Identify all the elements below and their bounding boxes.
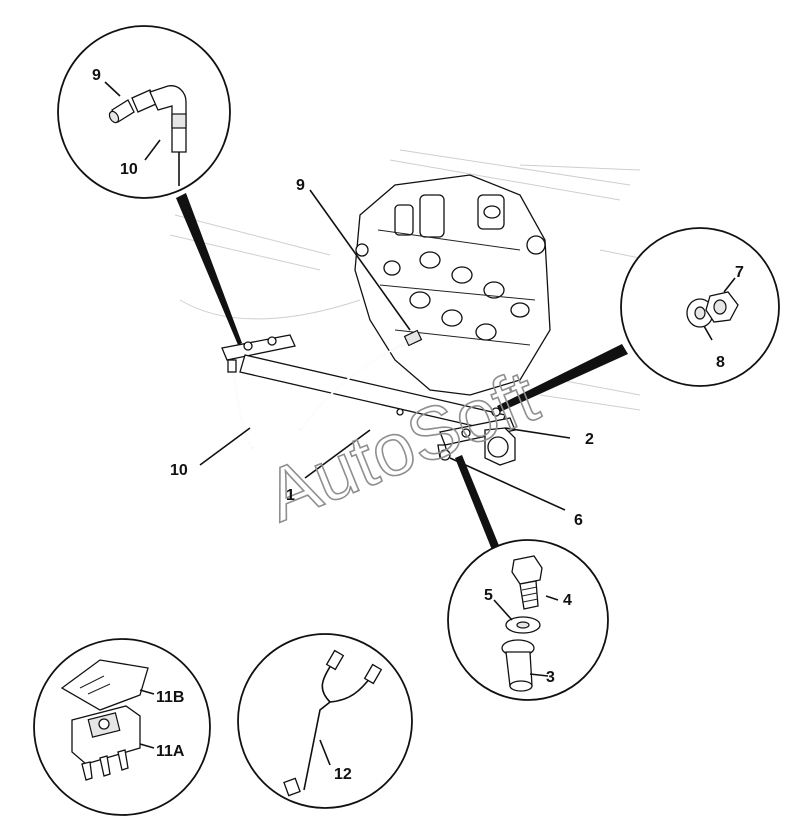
callout-10-detail: 10: [120, 161, 138, 178]
mounting-bracket: [221, 334, 516, 466]
leader-lines: [199, 189, 571, 511]
detail-rocker-switch: [33, 638, 211, 816]
callout-12: 12: [334, 766, 352, 783]
callout-1: 1: [286, 487, 295, 504]
callout-4: 4: [563, 592, 572, 609]
callout-11b: 11B: [156, 689, 184, 706]
callout-labels: 9 10 9 7 8 2 10 1 6 4 5 3 11B 11A 12: [92, 67, 744, 783]
detail-connectors: [176, 193, 628, 550]
detail-wiring-harness: [237, 633, 413, 809]
callout-9-main: 9: [296, 177, 305, 194]
detail-hose-fitting: [57, 25, 231, 199]
callout-9-detail: 9: [92, 67, 101, 84]
callout-3: 3: [546, 669, 555, 686]
hose-assembly: [227, 329, 423, 449]
callout-7: 7: [735, 264, 744, 281]
detail-nut-washer: [620, 227, 780, 387]
callout-10-main: 10: [170, 462, 188, 479]
callout-8: 8: [716, 354, 725, 371]
detail-bolt-spacer: [447, 539, 609, 701]
callout-5: 5: [484, 587, 493, 604]
callout-11a: 11A: [156, 743, 185, 760]
callout-6: 6: [574, 512, 583, 529]
callout-2: 2: [585, 431, 594, 448]
control-valve-block: [354, 174, 551, 396]
